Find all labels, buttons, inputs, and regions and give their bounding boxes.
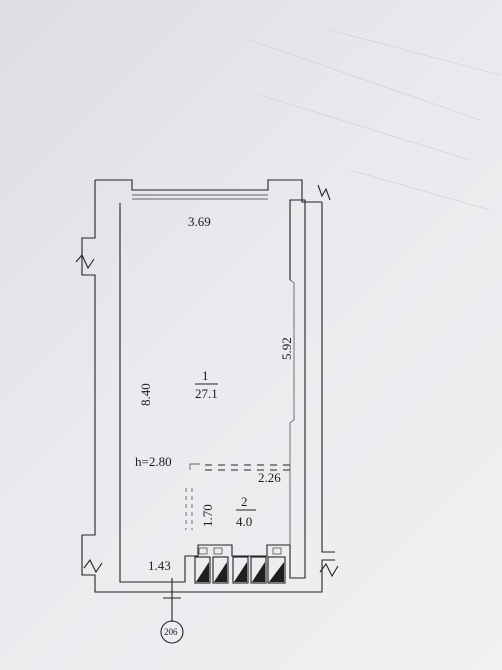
room-1-area: 27.1	[195, 386, 218, 401]
window	[132, 194, 268, 200]
room-2-number: 2	[241, 494, 248, 509]
ceiling-height-label: h=2.80	[135, 454, 172, 469]
entry-marker	[160, 578, 184, 644]
wall-break-marks	[75, 184, 339, 578]
apartment-number: 206	[164, 627, 178, 637]
outer-walls	[81, 179, 335, 593]
bath-depth-label: 1.70	[200, 504, 215, 527]
partition-dashed	[185, 463, 292, 530]
room-2-area: 4.0	[236, 514, 252, 529]
inner-walls	[119, 199, 306, 583]
paper-texture	[249, 29, 501, 211]
room-1-number: 1	[202, 368, 209, 383]
bath-fixtures	[194, 547, 286, 584]
partition-length-label: 2.26	[258, 470, 281, 485]
length-label: 8.40	[138, 383, 153, 406]
width-label: 3.69	[188, 214, 211, 229]
entry-width-label: 1.43	[148, 558, 171, 573]
right-wall-label: 5.92	[279, 337, 294, 360]
